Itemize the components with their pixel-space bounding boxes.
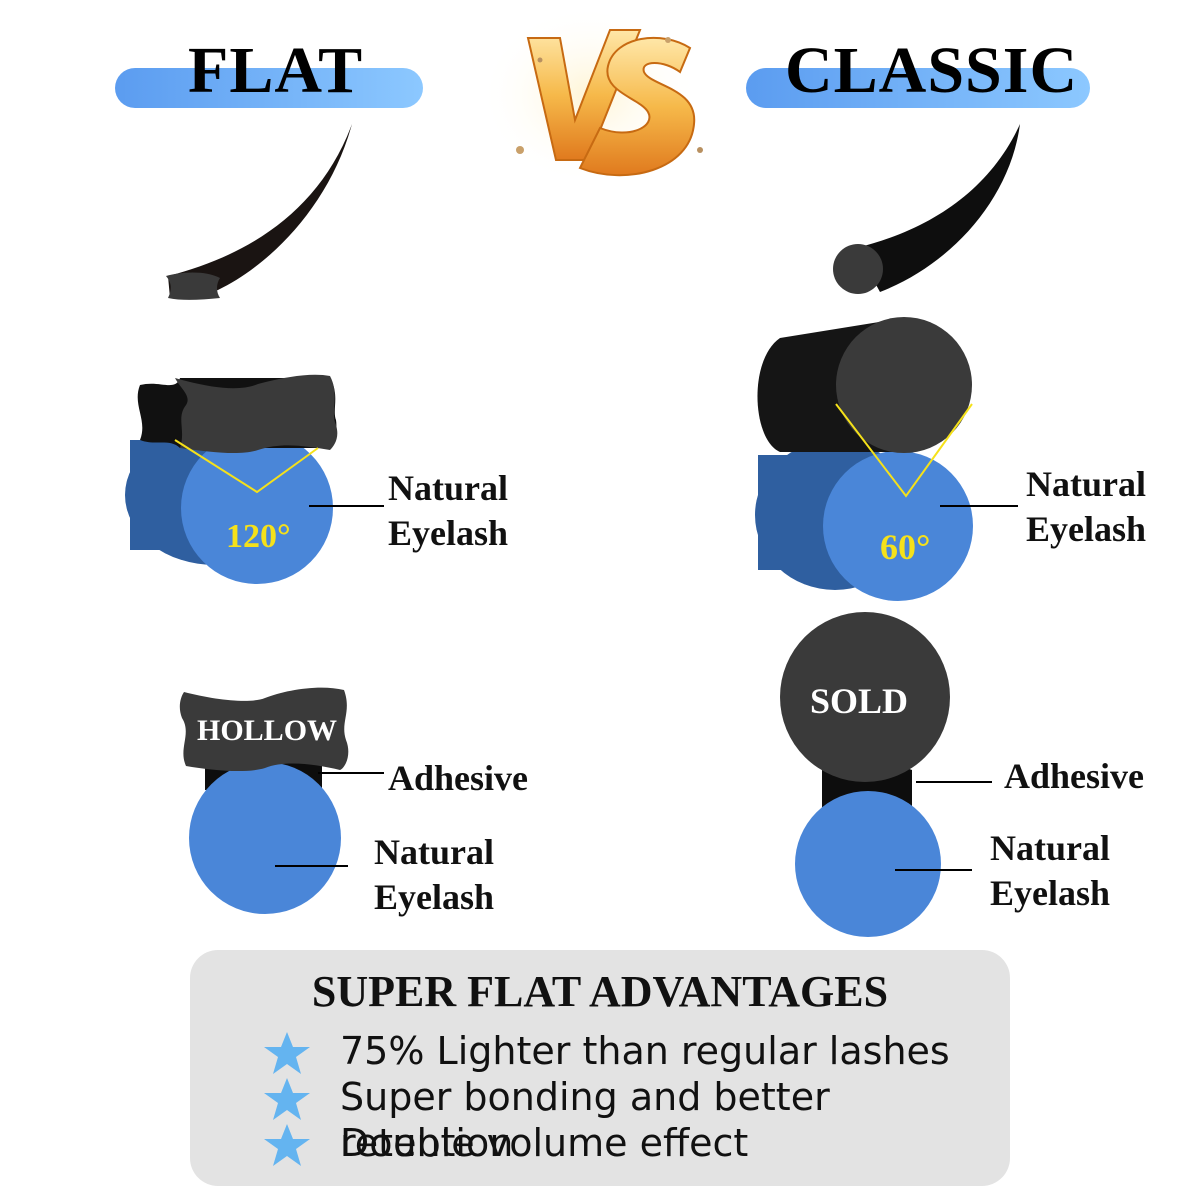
classic-lash-illustration	[833, 124, 1020, 294]
flat-header-bar	[115, 68, 423, 108]
classic-header-bar	[746, 68, 1090, 108]
flat-adhesive-label: Adhesive	[388, 758, 529, 798]
classic-natural-eyelash-label-1: Natural Eyelash	[1026, 464, 1147, 549]
advantages-list: 75% Lighter than regular lashes Super bo…	[262, 1028, 1010, 1166]
flat-adhesive-diagram	[179, 687, 384, 914]
advantage-text: Super bonding and better retention	[340, 1075, 830, 1165]
hollow-label: HOLLOW	[197, 714, 338, 747]
star-icon	[264, 1124, 310, 1166]
classic-adhesive-diagram	[780, 612, 992, 937]
classic-natural-eyelash-label-2: Natural Eyelash	[990, 828, 1111, 913]
flat-bond-diagram	[125, 374, 384, 584]
flat-lash-illustration	[166, 124, 352, 300]
advantage-text: 75% Lighter than regular lashes	[340, 1029, 950, 1073]
star-icon	[264, 1032, 310, 1074]
classic-title: CLASSIC	[785, 34, 1079, 107]
star-icon	[264, 1078, 310, 1120]
advantage-item: Double volume effect	[262, 1120, 1010, 1166]
flat-angle-label: 120°	[226, 518, 291, 555]
classic-adhesive-label: Adhesive	[1004, 756, 1145, 796]
advantages-title: SUPER FLAT ADVANTAGES	[311, 967, 889, 1016]
advantage-text: Double volume effect	[340, 1121, 749, 1165]
classic-bond-diagram	[755, 317, 1018, 601]
vs-emblem	[480, 5, 703, 185]
flat-natural-eyelash-label-2: Natural Eyelash	[374, 832, 495, 917]
advantage-item: 75% Lighter than regular lashes	[262, 1028, 1010, 1074]
sold-label: SOLD	[810, 681, 909, 721]
advantage-item: Super bonding and better retention	[262, 1074, 1010, 1165]
flat-natural-eyelash-label-1: Natural Eyelash	[388, 468, 509, 553]
flat-title: FLAT	[188, 34, 364, 107]
classic-angle-label: 60°	[880, 527, 931, 567]
advantages-panel: SUPER FLAT ADVANTAGES 75% Lighter than r…	[190, 950, 1010, 1186]
